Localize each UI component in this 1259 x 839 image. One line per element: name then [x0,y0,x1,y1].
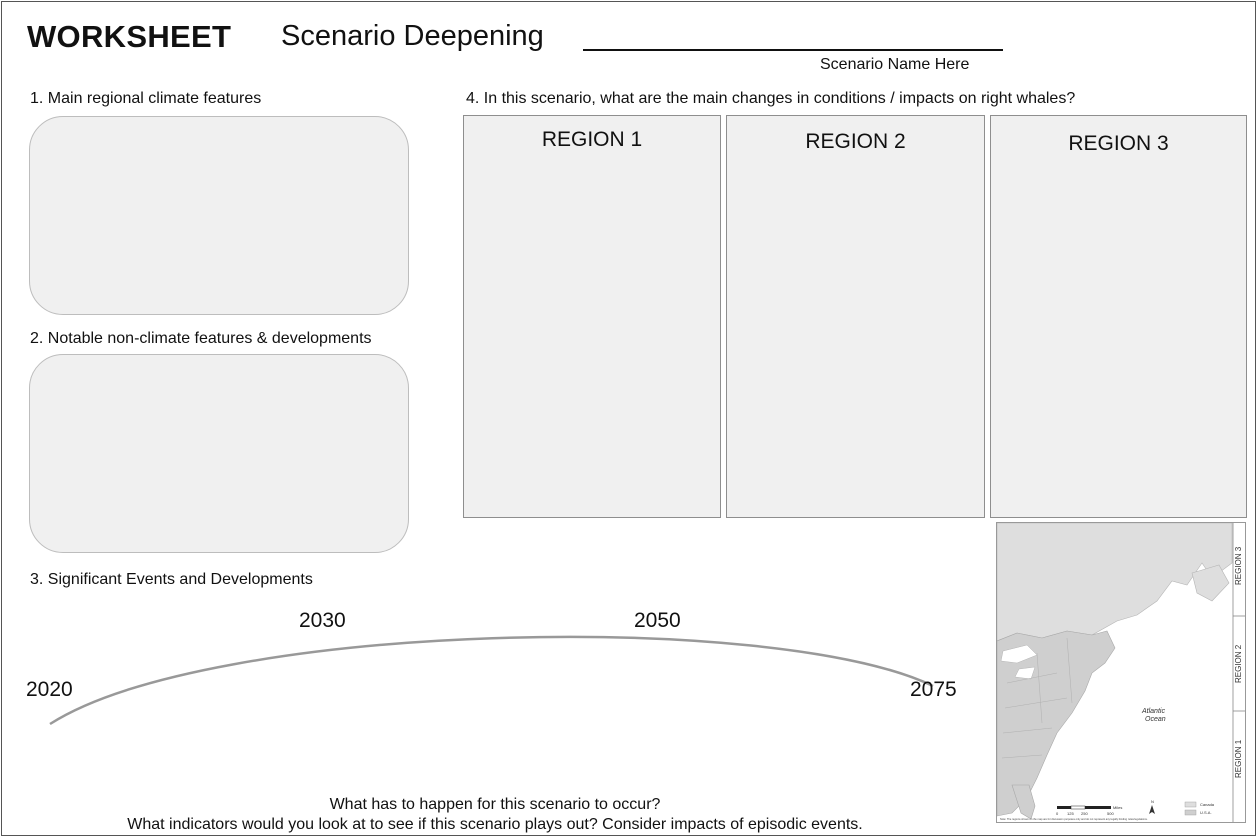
map-scale-tick-1: 125 [1067,811,1074,816]
timeline-year-2020: 2020 [26,678,73,701]
prompt-line-1: What has to happen for this scenario to … [329,796,661,813]
scenario-name-caption: Scenario Name Here [820,56,970,73]
prompt-line-2: What indicators would you look at to see… [127,816,863,833]
scenario-name-line[interactable] [583,49,1003,51]
map-side-label-2: REGION 2 [1234,644,1243,683]
non-climate-features-box[interactable] [29,354,409,553]
map-legend-canada: Canada [1200,802,1215,807]
section-1-label: 1. Main regional climate features [30,90,262,107]
map-side-label-1: REGION 1 [1234,739,1243,778]
timeline-arc [49,635,934,726]
region-1-label: REGION 1 [541,128,643,151]
section-2-label: 2. Notable non-climate features & develo… [30,330,372,347]
map-legend-usa: U.S.A. [1200,810,1212,815]
timeline-year-2030: 2030 [299,609,346,632]
north-arrow-icon [1149,805,1155,814]
map-scale-tick-2: 250 [1081,811,1088,816]
map-ocean-label-1: Atlantic [1141,708,1165,715]
map-north-label: N [1151,799,1154,804]
region-2-box[interactable]: REGION 2 [726,115,985,518]
worksheet-title: WORKSHEET [27,19,232,54]
region-2-label: REGION 2 [805,130,906,153]
region-3-box[interactable]: REGION 3 [990,115,1247,518]
map-scale-tick-0: 0 [1056,811,1059,816]
section-3-label: 3. Significant Events and Developments [30,571,313,588]
map-scale-label: Miles [1113,805,1122,810]
timeline-year-2075: 2075 [910,678,957,701]
region-map: REGION 3 REGION 2 REGION 1 Atlantic Ocea… [996,522,1246,823]
map-note: Note: The regions shown on the map are f… [1000,817,1148,821]
region-3-label: REGION 3 [1068,132,1169,155]
region-1-box[interactable]: REGION 1 [463,115,721,518]
map-scale-tick-3: 500 [1107,811,1114,816]
map-side-label-3: REGION 3 [1234,546,1243,585]
section-4-label: 4. In this scenario, what are the main c… [466,90,1076,107]
climate-features-box[interactable] [29,116,409,315]
region-map-graphic: REGION 3 REGION 2 REGION 1 Atlantic Ocea… [997,523,1245,822]
timeline-year-2050: 2050 [634,609,681,632]
worksheet-subtitle: Scenario Deepening [281,20,544,52]
map-ocean-label-2: Ocean [1145,716,1166,723]
